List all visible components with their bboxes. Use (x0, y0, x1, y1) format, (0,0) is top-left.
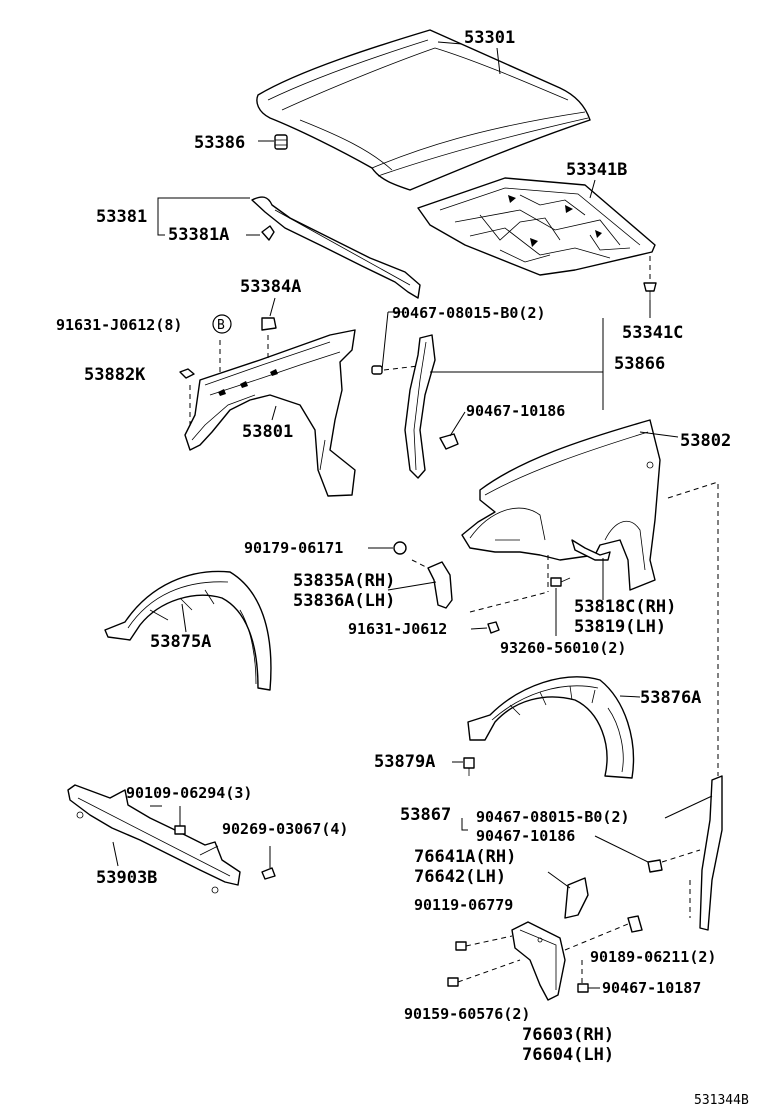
wheel-liner-53875a (104, 570, 272, 691)
fender-liner-53867 (699, 775, 723, 931)
label-53301: 53301 (464, 28, 515, 48)
bolt-90467-08015-top (371, 365, 383, 375)
label-53384a: 53384A (240, 277, 301, 297)
front-fender-53802 (461, 419, 661, 591)
label-53882k: 53882K (84, 365, 146, 385)
label-53875a: 53875A (150, 632, 211, 652)
bracket-53835a (427, 561, 453, 609)
label-53802: 53802 (680, 431, 731, 451)
clip-53879a (463, 757, 475, 776)
label-53818c: 53818C(RH) (574, 597, 676, 617)
label-53867: 53867 (400, 805, 451, 825)
label-91631-j0612-8: 91631-J0612(8) (56, 316, 182, 334)
mudguard-76603 (511, 921, 566, 1001)
label-53903b: 53903B (96, 868, 157, 888)
label-76642: 76642(LH) (414, 867, 506, 887)
fender-liner-53866 (404, 334, 436, 479)
label-53381a: 53381A (168, 225, 229, 245)
label-93260-56010: 93260-56010(2) (500, 639, 626, 657)
label-90467-08015-b0-bot: 90467-08015-B0(2) (476, 808, 630, 826)
label-90467-10187: 90467-10187 (602, 979, 701, 997)
screw-90119-06779 (455, 941, 467, 951)
label-53836a: 53836A(LH) (293, 591, 395, 611)
label-90109-06294: 90109-06294(3) (126, 784, 252, 802)
wheel-liner-53876a (467, 676, 635, 779)
hood-insulator (417, 177, 656, 276)
label-53879a: 53879A (374, 752, 435, 772)
bolt-91631-j0612 (487, 621, 500, 634)
fender-apron-53801 (184, 329, 356, 497)
label-53876a: 53876A (640, 688, 701, 708)
screw-90159-60576 (447, 977, 459, 987)
label-90467-10186-bot: 90467-10186 (476, 827, 575, 845)
hood-panel (256, 29, 591, 191)
clip-53882k (179, 368, 195, 379)
label-90269-03067: 90269-03067(4) (222, 820, 348, 838)
circle-b-letter: B (217, 318, 225, 333)
nut-90179-06171 (393, 541, 407, 555)
label-53801: 53801 (242, 422, 293, 442)
clip-90467-10187 (577, 983, 589, 993)
bolt-90109-06294 (174, 825, 186, 835)
label-90119-06779: 90119-06779 (414, 896, 513, 914)
label-91631-j0612: 91631-J0612 (348, 620, 447, 638)
clip-90467-10186-bot (647, 859, 663, 873)
label-76604: 76604(LH) (522, 1045, 614, 1065)
label-90467-10186-top: 90467-10186 (466, 402, 565, 420)
bracket-76641a (564, 877, 589, 919)
bumper-bracket-53903b (67, 784, 241, 894)
bracket-53818c (571, 539, 611, 561)
diagram-id: 531344B (694, 1093, 749, 1108)
label-53866: 53866 (614, 354, 665, 374)
label-76641a: 76641A(RH) (414, 847, 516, 867)
clip-90269-03067 (261, 867, 276, 880)
label-90467-08015-b0-top: 90467-08015-B0(2) (392, 304, 546, 322)
label-53835a: 53835A(RH) (293, 571, 395, 591)
label-53386: 53386 (194, 133, 245, 153)
label-53341b: 53341B (566, 160, 627, 180)
clip-53341c (643, 282, 657, 300)
screw-93260-56010 (550, 577, 571, 587)
label-53341c: 53341C (622, 323, 683, 343)
clip-90467-10186-top (439, 433, 459, 450)
hood-bumper-53386 (274, 134, 288, 150)
hood-seal-53381 (251, 196, 421, 299)
label-53819: 53819(LH) (574, 617, 666, 637)
label-53381: 53381 (96, 207, 147, 227)
label-76603: 76603(RH) (522, 1025, 614, 1045)
label-90159-60576: 90159-60576(2) (404, 1005, 530, 1023)
nut-90189-06211 (627, 915, 643, 933)
circle-b-marker: B (212, 314, 232, 334)
clip-53384a (261, 317, 277, 331)
label-90189-06211: 90189-06211(2) (590, 948, 716, 966)
clip-53381a (261, 225, 275, 241)
label-90179-06171: 90179-06171 (244, 539, 343, 557)
